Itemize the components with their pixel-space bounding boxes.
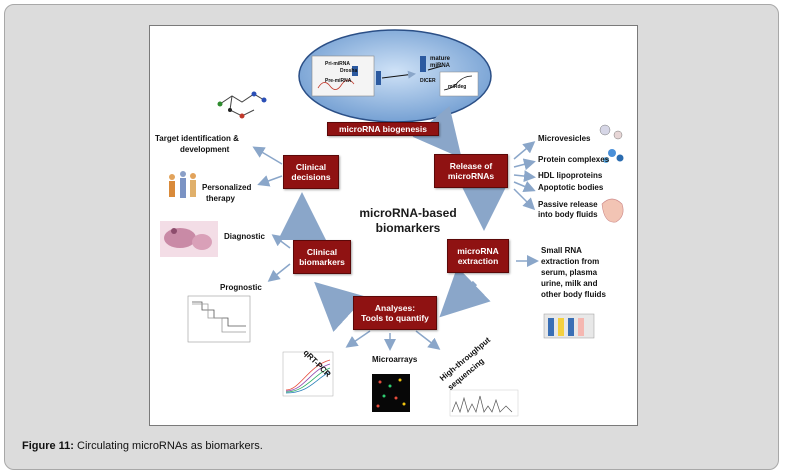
drosha-block xyxy=(352,66,358,76)
decisions-box-line-1: Clinical xyxy=(295,162,327,172)
diagram-figure: Pri-miRNA Drosha Pre-miRNA DICER mature … xyxy=(149,25,638,426)
center-title: microRNA-based biomarkers xyxy=(338,206,478,236)
microvesicles-icon xyxy=(599,124,623,140)
extraction-text-2: extraction from xyxy=(541,257,600,266)
personalized-therapy-label-1: Personalized xyxy=(202,183,252,192)
arrow-analyses-biomarkers xyxy=(314,281,366,332)
survival-plot-image xyxy=(187,295,251,343)
release-box-line-2: microRNAs xyxy=(447,171,495,181)
tool-microarrays-label: Microarrays xyxy=(372,355,418,364)
target-identification-label-2: development xyxy=(180,145,230,154)
arrow-biogenesis-release xyxy=(412,105,462,159)
dicer-label: DICER xyxy=(420,78,436,84)
people-icon xyxy=(169,171,196,198)
mirdeg-label: miRdeg xyxy=(448,84,467,90)
mature-mirna-strand xyxy=(443,75,473,91)
figure-caption-number: Figure 11: xyxy=(22,440,74,452)
biogenesis-box: microRNA biogenesis xyxy=(327,122,439,136)
protein-complex-icon xyxy=(603,149,624,163)
biomarkers-box-line-1: Clinical xyxy=(306,247,338,257)
exportin-block xyxy=(376,71,381,85)
analyses-box-line-1: Analyses: xyxy=(374,303,416,313)
extraction-text-3: serum, plasma xyxy=(541,268,598,277)
microarray-image xyxy=(372,374,410,412)
release-item-microvesicles: Microvesicles xyxy=(538,134,591,143)
sequencing-trace-image xyxy=(449,389,519,417)
release-box-line-1: Release of xyxy=(449,161,493,171)
dicer-block xyxy=(420,56,426,72)
release-item-protein-complexes: Protein complexes xyxy=(538,155,610,164)
diagnostic-label: Diagnostic xyxy=(224,232,265,241)
body-fluid-icon xyxy=(601,198,624,223)
dicer-arrow xyxy=(427,65,443,71)
release-item-apoptotic: Apoptotic bodies xyxy=(538,183,604,192)
extraction-text-4: urine, milk and xyxy=(541,279,598,288)
pre-mirna-label: Pre-miRNA xyxy=(325,78,352,84)
extraction-text-1: Small RNA xyxy=(541,246,582,255)
analyses-box-line-2: Tools to quantify xyxy=(361,313,429,323)
prognostic-label: Prognostic xyxy=(220,283,262,292)
release-item-hdl: HDL lipoproteins xyxy=(538,171,603,180)
tissue-image xyxy=(160,221,218,257)
pri-mirna-label: Pri-miRNA xyxy=(325,61,351,67)
molecule-icon xyxy=(217,91,267,119)
figure-caption-text: Circulating microRNAs as biomarkers. xyxy=(73,440,263,452)
sample-tubes-image xyxy=(543,313,595,339)
arrow-extraction-analyses xyxy=(439,266,491,318)
figure-caption: Figure 11: Circulating microRNAs as biom… xyxy=(22,440,263,452)
decisions-box-line-2: decisions xyxy=(291,172,331,182)
analyses-box: Analyses:Tools to quantify xyxy=(353,296,437,330)
personalized-therapy-label-2: therapy xyxy=(206,194,235,203)
pri-mirna-hairpin xyxy=(317,79,355,90)
diagram-graphics xyxy=(160,29,624,417)
release-item-passive-2: into body fluids xyxy=(538,210,598,219)
release-item-passive-1: Passive release xyxy=(538,200,598,209)
center-title-line-2: biomarkers xyxy=(375,221,441,235)
drosha-label: Drosha xyxy=(340,68,358,74)
qpcr-curves-image xyxy=(282,351,334,397)
extraction-box-line-2: extraction xyxy=(457,256,499,266)
target-identification-label-1: Target identification & xyxy=(155,134,239,143)
mature-mirna-label: mature miRNA xyxy=(430,56,451,69)
center-title-line-1: microRNA-based xyxy=(359,206,457,220)
biomarkers-box-line-2: biomarkers xyxy=(299,257,345,267)
extraction-text-5: other body fluids xyxy=(541,290,606,299)
nucleus-rect xyxy=(311,55,375,97)
nuclear-arrow xyxy=(381,70,416,79)
extraction-box-line-1: microRNA xyxy=(457,246,499,256)
